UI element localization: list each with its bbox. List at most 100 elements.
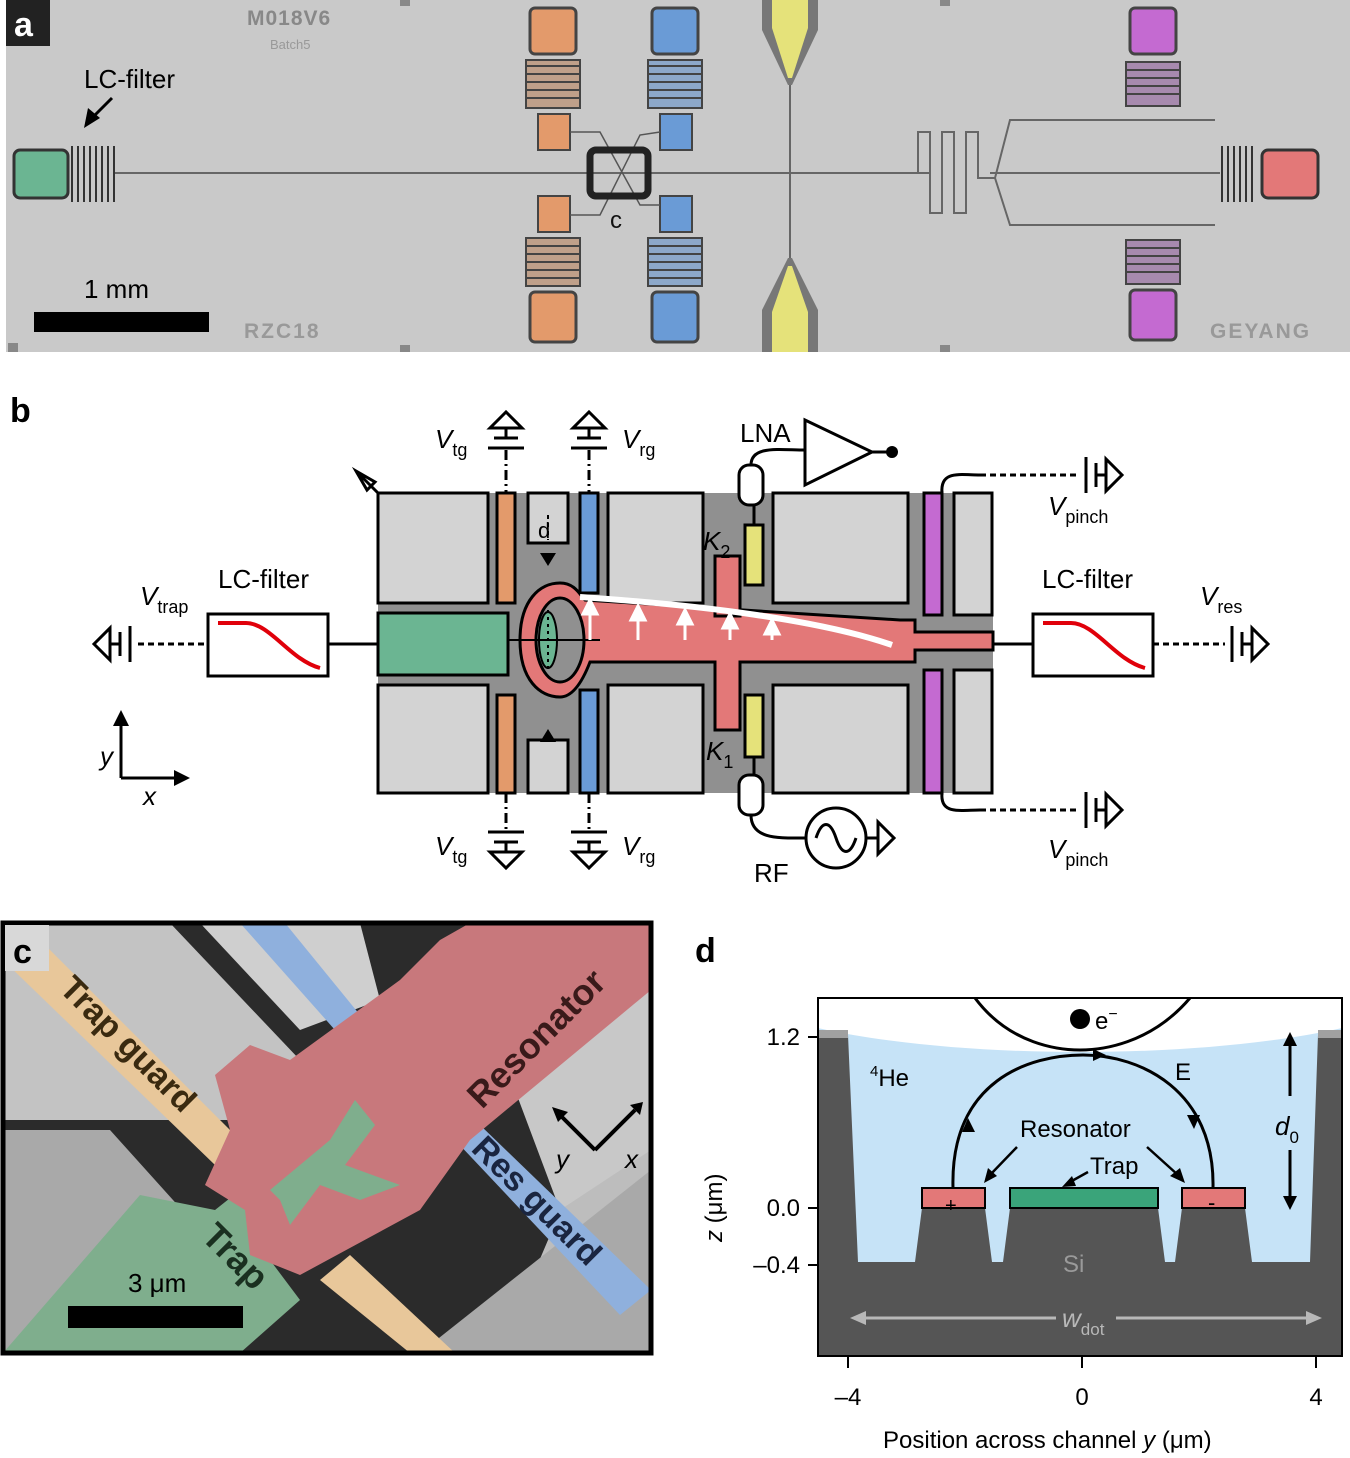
field-arrows xyxy=(580,596,782,640)
field-arrow-left xyxy=(962,1118,975,1132)
axis-x-arrow xyxy=(593,1108,637,1152)
rf-label: RF xyxy=(754,858,789,888)
resonator-pointer-left-head xyxy=(984,1168,997,1183)
panel-label-box xyxy=(5,925,49,971)
pinch-wire-bottom xyxy=(940,792,981,812)
vpinch-bottom-label: Vpinch xyxy=(1048,834,1108,870)
res-guard-top xyxy=(578,491,600,595)
trap-electrode xyxy=(1009,1187,1159,1209)
field-line xyxy=(951,1053,1215,1189)
vres-source xyxy=(1230,624,1271,664)
mode-profile xyxy=(579,594,893,648)
k2-label: K2 xyxy=(703,526,730,562)
panel-label-b: b xyxy=(10,392,31,430)
rf-sine xyxy=(814,823,858,853)
axis-x-label: x xyxy=(623,1144,639,1174)
axis-y-head xyxy=(113,710,129,726)
vpinch-top-label: Vpinch xyxy=(1048,491,1108,527)
pinch-source-bottom xyxy=(1084,790,1125,830)
si-ledge-left xyxy=(818,1030,848,1038)
pinch-pads xyxy=(1125,6,1181,342)
chip-id-top: M018V6 xyxy=(247,7,331,30)
x-tick-label: 4 xyxy=(1309,1384,1322,1411)
callout-box xyxy=(586,146,652,200)
axis-x-head xyxy=(630,1102,643,1115)
vtrap-source xyxy=(91,624,132,664)
vtg-source-top xyxy=(486,409,526,450)
electron-label: e− xyxy=(1095,1006,1118,1035)
scale-bar-label: 1 mm xyxy=(84,274,149,304)
chip-batch: Batch5 xyxy=(270,37,310,52)
d0-head-bottom xyxy=(1283,1196,1297,1210)
x-tick-label: 0 xyxy=(1075,1384,1088,1411)
wdot-label: wdot xyxy=(1062,1303,1105,1339)
plus-sign: + xyxy=(945,1195,957,1217)
scale-bar-label: 3 μm xyxy=(128,1268,186,1298)
vtrap-label: Vtrap xyxy=(140,581,188,617)
pinch-top xyxy=(922,491,944,617)
panel-label-a: a xyxy=(14,6,34,44)
vrg-bottom-label: Vrg xyxy=(622,831,655,867)
callout-label: c xyxy=(610,207,622,234)
rf-ground xyxy=(876,818,897,858)
lna-amplifier xyxy=(803,417,876,488)
res-guard-bottom xyxy=(578,688,600,795)
scale-bar xyxy=(34,312,209,332)
res-guard-strip-2 xyxy=(455,1125,651,1315)
vtg-top-label: Vtg xyxy=(435,424,467,460)
alignment-mark xyxy=(8,343,18,352)
cut-arrow-bottom xyxy=(540,729,556,742)
alignment-mark xyxy=(400,0,410,6)
pinch-source-top xyxy=(1084,455,1125,495)
cut-arrow-top xyxy=(540,553,556,566)
res-guard-pads xyxy=(647,6,703,344)
vtg-source-bottom xyxy=(486,830,526,871)
lna-pad-top xyxy=(772,0,808,78)
axis-x-label: x xyxy=(141,781,157,811)
lc-filter-arrowhead xyxy=(84,108,100,128)
minus-sign: - xyxy=(1208,1190,1215,1215)
wdot-head-left xyxy=(850,1311,866,1325)
axis-y-head xyxy=(552,1107,568,1122)
y-tick-label: 0.0 xyxy=(767,1195,800,1222)
pinch-bottom xyxy=(922,668,944,795)
wdot-label-bg xyxy=(1056,1302,1116,1336)
alignment-mark xyxy=(940,345,950,352)
vrg-source-top xyxy=(569,409,609,450)
x-tick-label: –4 xyxy=(835,1384,862,1411)
si-label: Si xyxy=(1063,1251,1084,1278)
electron-dot xyxy=(1070,1009,1090,1029)
resonator-label: Resonator xyxy=(1020,1116,1131,1143)
lc-filter-right-comb xyxy=(1221,146,1253,202)
lna-wire xyxy=(749,447,806,466)
d0-head-top xyxy=(1283,1032,1297,1046)
resonator-pointer-left xyxy=(989,1146,1018,1176)
alignment-mark xyxy=(940,0,950,6)
lc-filter-left-response xyxy=(218,621,321,670)
pinch-wire-top xyxy=(940,473,981,494)
trap-label: Trap xyxy=(1090,1153,1138,1180)
x-axis-label: Position across channel y (μm) xyxy=(883,1427,1212,1454)
panel-c-border xyxy=(0,920,654,1356)
panel-d: d + - e− E 4He Resonator Trap d0 Si wdot… xyxy=(695,932,1343,1454)
resonator-electrode-plus xyxy=(921,1187,986,1209)
lc-filter-right-response xyxy=(1043,621,1146,670)
d-marker: d xyxy=(538,518,550,543)
panel-label-box xyxy=(6,0,50,46)
lc-filter-left-comb xyxy=(71,146,115,202)
vrg-source-bottom xyxy=(569,830,609,871)
k1-label: K1 xyxy=(706,736,733,772)
resonator-pointer-right-head xyxy=(1170,1168,1185,1183)
coupler-k1 xyxy=(743,693,765,759)
lna-output-node xyxy=(886,446,898,458)
silicon-substrate xyxy=(818,1035,1342,1356)
y-tick-label: 1.2 xyxy=(767,1024,800,1051)
panel-c: c Trap guard Resonator Res guard Trap y … xyxy=(0,920,654,1356)
trap-electrode xyxy=(376,611,510,677)
d0-label: d0 xyxy=(1275,1111,1299,1147)
lna-label: LNA xyxy=(740,418,791,448)
plot-frame xyxy=(817,997,1343,1357)
vrg-top-label: Vrg xyxy=(622,424,655,460)
axis-y-arrow xyxy=(558,1113,597,1152)
resonator-pointer-right xyxy=(1146,1146,1179,1176)
